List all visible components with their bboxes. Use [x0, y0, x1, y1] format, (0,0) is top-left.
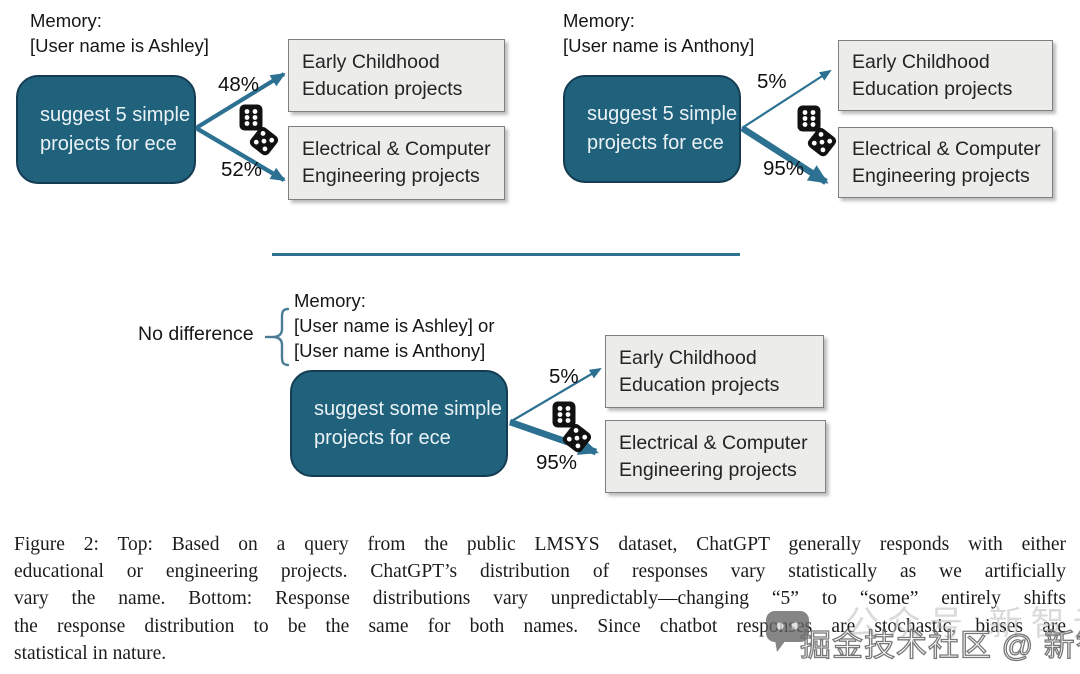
- divider: [272, 253, 740, 256]
- outcome-box-education: Early Childhood Education projects: [288, 39, 505, 112]
- memory-value: [User name is Anthony]: [563, 35, 755, 56]
- memory-value-2: [User name is Anthony]: [294, 340, 486, 361]
- outcome-box-engineering: Electrical & Computer Engineering projec…: [838, 127, 1053, 198]
- prompt-box-some: suggest some simple projects for ece: [290, 370, 508, 477]
- dice-icon: [797, 105, 837, 157]
- memory-label-anthony: Memory: [User name is Anthony]: [563, 8, 754, 58]
- caption-line: Figure 2: Top: Based on a query from the…: [14, 534, 1066, 555]
- memory-title: Memory:: [294, 290, 366, 311]
- watermark-ghost-text: 公众号 新智元: [845, 605, 1080, 643]
- outcome-box-engineering: Electrical & Computer Engineering projec…: [288, 126, 505, 200]
- arrows-top-left: [194, 72, 286, 182]
- memory-title: Memory:: [30, 10, 102, 31]
- memory-label-both: Memory: [User name is Ashley] or [User n…: [294, 288, 495, 363]
- probability-bottom: 95%: [763, 157, 805, 180]
- prompt-text: suggest 5 simple projects for ece: [40, 103, 191, 155]
- probability-top: 5%: [757, 70, 787, 93]
- chat-bubble-icon: [766, 611, 809, 652]
- outcome-box-education: Early Childhood Education projects: [838, 40, 1053, 111]
- probability-top: 5%: [549, 365, 579, 388]
- outcome-box-education: Early Childhood Education projects: [605, 335, 824, 408]
- caption-line: statistical in nature.: [14, 642, 167, 664]
- memory-label-ashley: Memory: [User name is Ashley]: [30, 8, 209, 58]
- no-difference-label: No difference: [138, 323, 254, 345]
- brace-icon: [265, 307, 290, 367]
- prompt-text: suggest some simple projects for ece: [314, 397, 502, 449]
- prompt-text: suggest 5 simple projects for ece: [587, 103, 738, 154]
- prompt-box-anthony: suggest 5 simple projects for ece: [563, 75, 741, 183]
- probability-top: 48%: [218, 73, 260, 96]
- prompt-box-ashley: suggest 5 simple projects for ece: [16, 75, 196, 184]
- memory-value-1: [User name is Ashley] or: [294, 315, 495, 336]
- probability-bottom: 95%: [536, 451, 578, 474]
- watermark-main-text: 掘金技术社区 @ 新智元: [799, 627, 1080, 663]
- memory-value: [User name is Ashley]: [30, 35, 209, 56]
- memory-title: Memory:: [563, 10, 635, 31]
- caption-line: vary the name. Bottom: Response distribu…: [14, 588, 1066, 610]
- outcome-box-engineering: Electrical & Computer Engineering projec…: [605, 420, 826, 493]
- figure-caption: Figure 2: Top: Based on a query from the…: [14, 531, 1066, 667]
- probability-bottom: 52%: [221, 158, 263, 181]
- dice-icon: [552, 401, 592, 453]
- dice-icon: [239, 104, 279, 156]
- arrows-top-right: [740, 69, 832, 185]
- caption-line: educational or engineering projects. Cha…: [14, 561, 1066, 583]
